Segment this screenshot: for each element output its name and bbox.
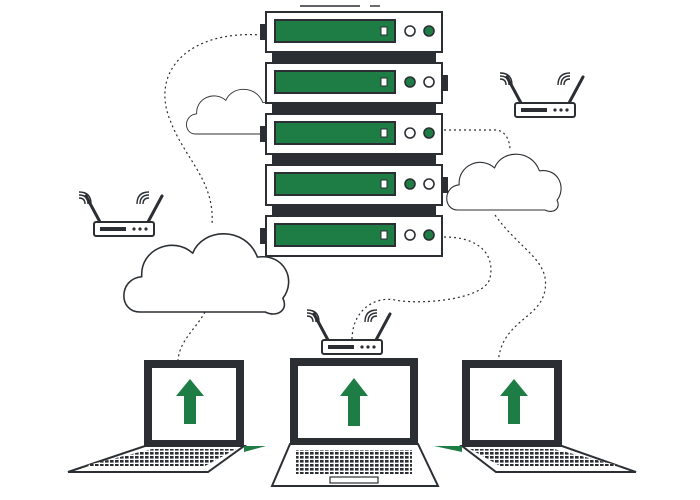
- server-unit: [260, 11, 443, 53]
- server-unit: [265, 164, 448, 206]
- status-led-off: [404, 229, 416, 241]
- server-unit: [265, 62, 448, 104]
- status-led-on: [423, 25, 435, 37]
- connection-line: [177, 311, 206, 361]
- status-led-on: [404, 76, 416, 88]
- status-led-off: [423, 76, 435, 88]
- laptop-left: [67, 360, 266, 473]
- server-unit: [260, 113, 443, 155]
- status-led-on: [404, 178, 416, 190]
- connection-line: [444, 129, 511, 151]
- status-led-on: [423, 127, 435, 139]
- status-led-off: [423, 178, 435, 190]
- upload-arrow-icon: [176, 379, 204, 424]
- router-top-right: [498, 71, 585, 119]
- server-rack: [260, 5, 448, 257]
- router-center: [305, 308, 392, 356]
- router-left: [77, 190, 164, 238]
- status-led-off: [404, 25, 416, 37]
- connection-line: [494, 214, 547, 366]
- status-led-off: [404, 127, 416, 139]
- laptop-right: [434, 360, 637, 473]
- connection-lines: [164, 34, 547, 366]
- connection-line: [351, 236, 492, 341]
- cloud-lower-left: [123, 233, 290, 315]
- upload-arrow-icon: [340, 378, 368, 426]
- cloud-right: [446, 153, 562, 212]
- server-unit: [260, 215, 443, 257]
- laptop-center: [270, 358, 440, 487]
- status-led-on: [423, 229, 435, 241]
- upload-arrow-icon: [500, 379, 528, 424]
